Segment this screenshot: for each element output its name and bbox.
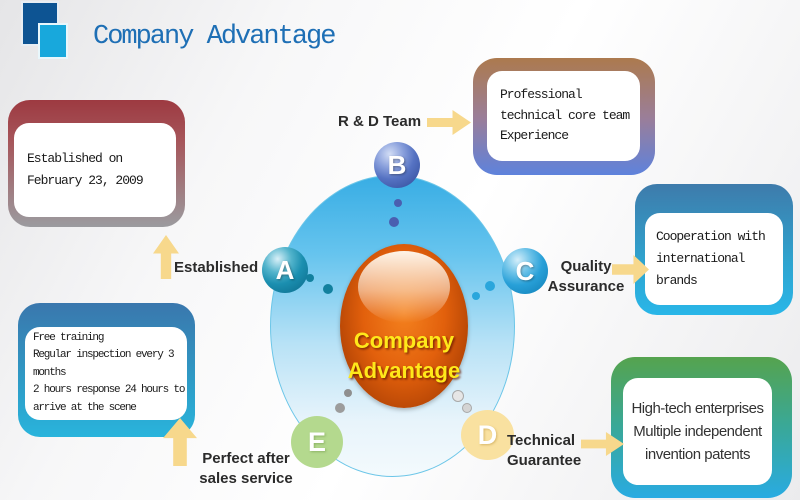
- callout-service-text: Free training Regular inspection every 3…: [33, 332, 185, 414]
- page-title: Company Advantage: [93, 22, 336, 52]
- callout-established-inner: Established on February 23, 2009: [14, 123, 176, 217]
- callout-rd-team-text: Professional technical core team Experie…: [500, 86, 630, 144]
- connector-dot: [344, 389, 352, 397]
- node-c-circle: C: [502, 248, 548, 294]
- label-quality-assurance: Quality Assurance: [547, 258, 625, 296]
- callout-cooperation-text: Cooperation with international brands: [656, 228, 766, 289]
- callout-cooperation-inner: Cooperation with international brands: [645, 213, 783, 305]
- connector-dot: [389, 217, 399, 227]
- connector-dot: [472, 292, 480, 300]
- callout-rd-team: Professional technical core team Experie…: [473, 58, 655, 175]
- node-d-letter: D: [477, 419, 498, 450]
- node-a-circle: A: [262, 247, 308, 293]
- center-title-line1: Company: [353, 328, 455, 353]
- connector-dot: [323, 284, 333, 294]
- callout-hightech: High-tech enterprises Multiple independe…: [611, 357, 792, 498]
- callout-rd-team-inner: Professional technical core team Experie…: [487, 71, 640, 161]
- callout-service: Free training Regular inspection every 3…: [18, 303, 195, 437]
- center-title: Company Advantage: [340, 326, 468, 385]
- label-established: Established: [174, 259, 259, 276]
- connector-dot: [485, 281, 495, 291]
- node-e-letter: E: [307, 426, 326, 457]
- callout-cooperation: Cooperation with international brands: [635, 184, 793, 315]
- connector-dot: [452, 390, 464, 402]
- callout-established-text: Established on February 23, 2009: [27, 150, 144, 188]
- node-d-circle: D: [461, 410, 514, 460]
- connector-dot: [335, 403, 345, 413]
- label-rd-team: R & D Team: [338, 113, 422, 130]
- connector-dot: [462, 403, 472, 413]
- label-after-sales-service: Perfect after sales service: [199, 450, 293, 488]
- node-a-letter: A: [275, 254, 295, 285]
- rd-team-arrow-right-icon: [427, 110, 471, 135]
- node-c-letter: C: [515, 255, 535, 286]
- callout-service-inner: Free training Regular inspection every 3…: [25, 327, 187, 420]
- callout-hightech-text: High-tech enterprises Multiple independe…: [631, 399, 764, 464]
- center-title-line2: Advantage: [347, 357, 461, 383]
- connector-dot: [306, 274, 314, 282]
- node-b-circle: B: [374, 142, 420, 188]
- connector-dot: [394, 199, 402, 207]
- center-ellipse-gloss: [357, 250, 451, 323]
- node-e-circle: E: [291, 416, 343, 468]
- label-technical-guarantee: Technical Guarantee: [507, 432, 582, 470]
- logo-cyan-square-icon: [38, 23, 68, 59]
- center-ellipse: Company Advantage: [340, 244, 468, 408]
- node-b-letter: B: [387, 149, 407, 180]
- callout-hightech-inner: High-tech enterprises Multiple independe…: [623, 378, 772, 485]
- callout-established: Established on February 23, 2009: [8, 100, 185, 227]
